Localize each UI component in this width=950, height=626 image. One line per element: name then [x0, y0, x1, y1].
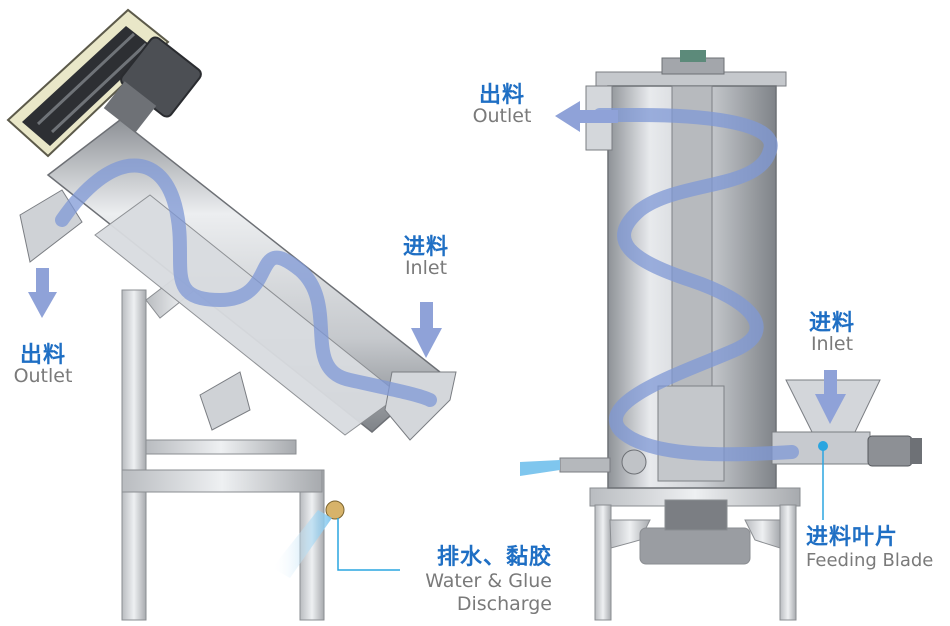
- right-outlet-label: 出料 Outlet: [464, 84, 540, 127]
- flow-arrow-outlet-left: [28, 268, 57, 318]
- base-stand: [589, 487, 801, 621]
- left-outlet-label: 出料 Outlet: [8, 344, 78, 387]
- water-jet-left: [272, 510, 332, 578]
- screw-shaft: [657, 85, 725, 482]
- feeding-blade-cn: 进料叶片: [806, 525, 899, 550]
- feeding-blade-en: Feeding Blade: [806, 550, 934, 572]
- feeding-blade-label: 进料叶片 Feeding Blade: [806, 526, 948, 571]
- discharge-leader-line: [337, 518, 400, 571]
- left-inlet-cn: 进料: [402, 235, 449, 260]
- right-outlet-cn: 出料: [478, 83, 525, 108]
- flow-arrow-inlet-right: [815, 370, 846, 424]
- motor: [103, 36, 202, 133]
- inclined-screw-machine: [6, 8, 457, 621]
- discharge-cn: 排水、黏胶: [436, 545, 552, 570]
- left-outlet-cn: 出料: [19, 343, 66, 368]
- left-inlet-label: 进料 Inlet: [388, 236, 464, 279]
- right-outlet-en: Outlet: [472, 105, 532, 128]
- control-box: [6, 8, 170, 158]
- spiral-flow-left: [55, 158, 437, 407]
- flow-arrow-outlet-right: [555, 101, 618, 132]
- feeding-blade-marker: [818, 441, 828, 451]
- discharge-label: 排水、黏胶 Water & Glue Discharge: [398, 546, 552, 615]
- water-pipe-right: [520, 449, 647, 476]
- top-cap: [595, 50, 787, 87]
- discharge-en-line1: Water & Glue: [425, 570, 552, 593]
- right-inlet-label: 进料 Inlet: [798, 312, 866, 355]
- flow-arrow-inlet-left: [411, 302, 442, 358]
- right-inlet-en: Inlet: [810, 333, 854, 356]
- inclined-barrel: [19, 119, 457, 520]
- right-inlet-cn: 进料: [808, 311, 855, 336]
- left-inlet-en: Inlet: [404, 257, 448, 280]
- vertical-screw-machine: [520, 50, 922, 621]
- discharge-en-line2: Discharge: [456, 593, 552, 616]
- spiral-flow-right: [593, 108, 799, 462]
- left-outlet-en: Outlet: [13, 365, 73, 388]
